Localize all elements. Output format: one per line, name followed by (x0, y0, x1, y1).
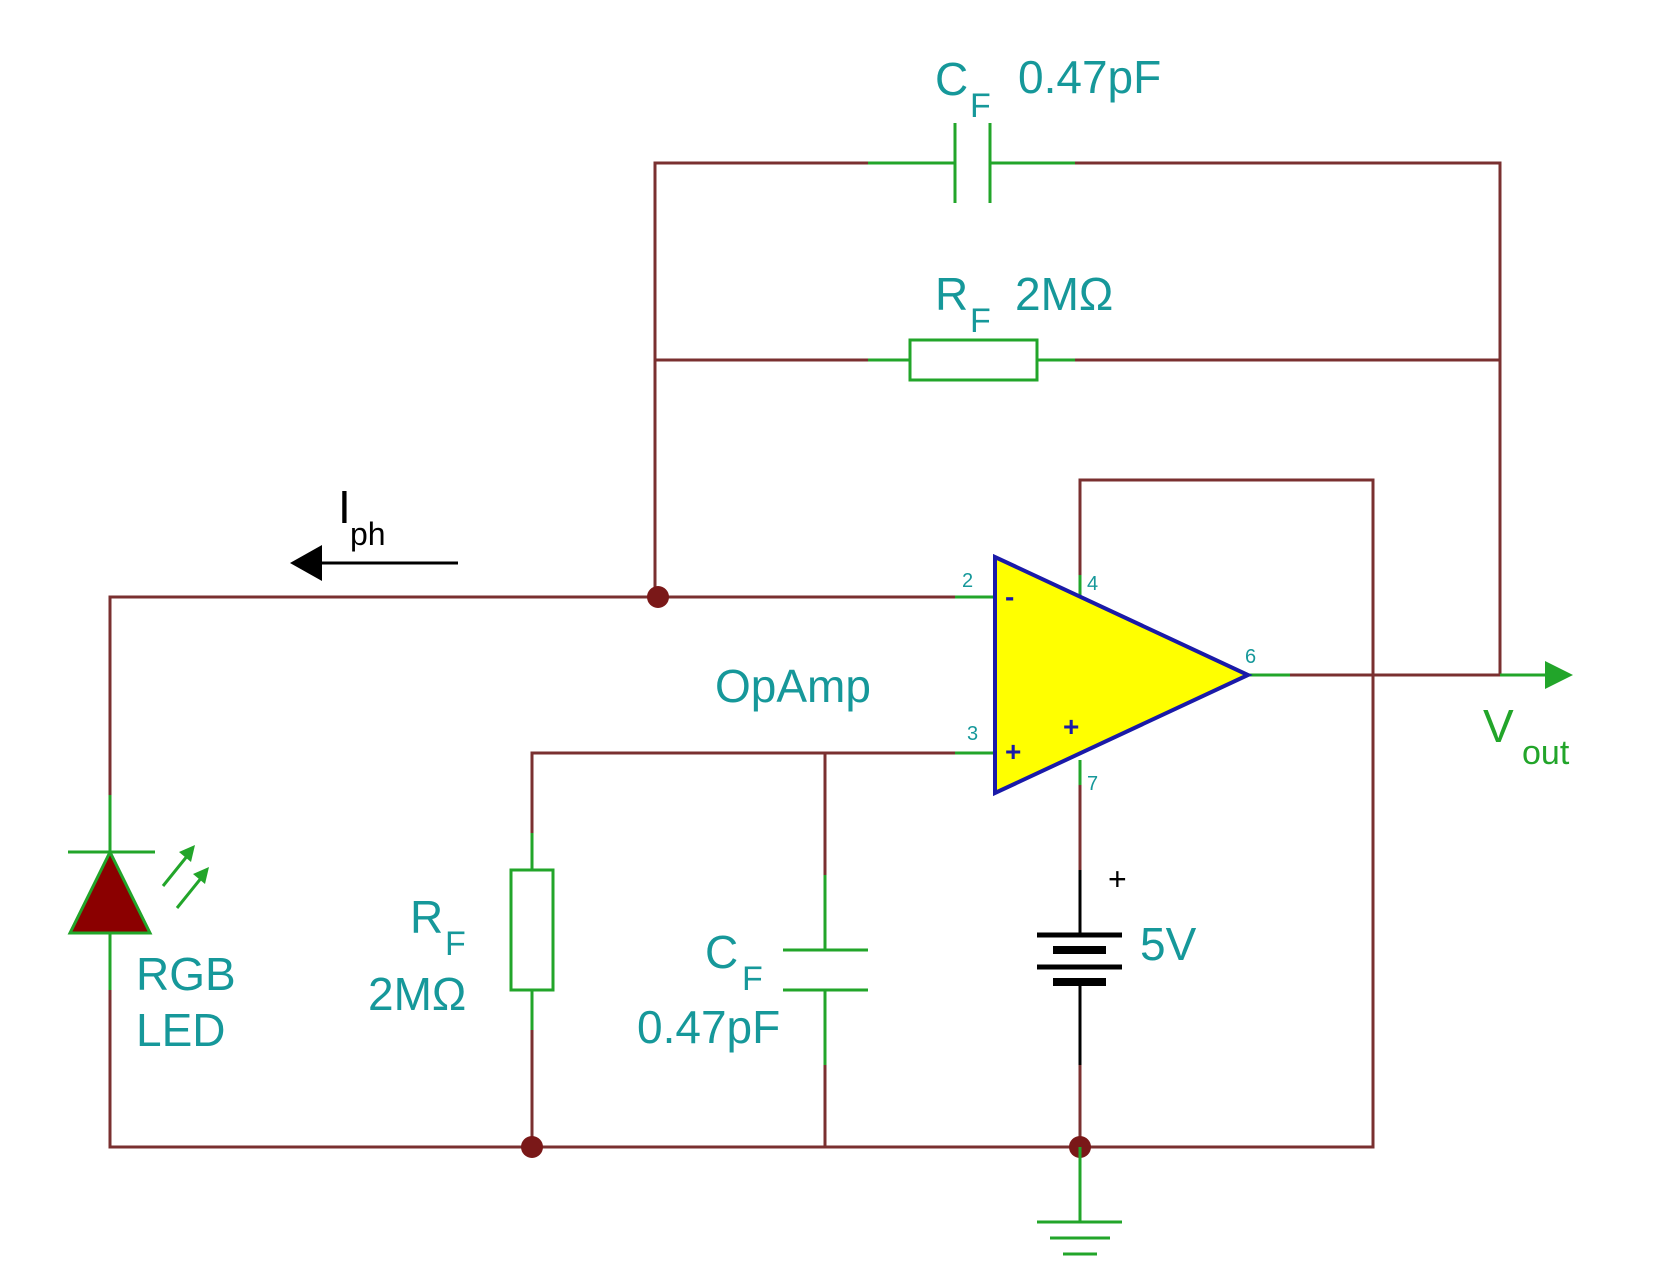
wires (108, 161, 1502, 1149)
iph-name: I (338, 481, 351, 533)
cf-bottom-name: C (705, 926, 738, 978)
right-arrow-icon (1545, 661, 1573, 689)
feedback-resistor-top: R F 2MΩ (868, 268, 1113, 382)
opamp-supply-sign: + (1063, 711, 1079, 742)
pin-7: 7 (1087, 773, 1098, 795)
junctions (521, 586, 1091, 1158)
pin-3: 3 (967, 723, 978, 745)
cf-top-sub: F (970, 87, 991, 125)
ground-icon (1037, 1147, 1122, 1256)
opamp-triangle (993, 553, 1253, 797)
battery-value: 5V (1140, 918, 1197, 970)
iph-sub: ph (350, 516, 386, 552)
led-label-line2: LED (136, 1004, 225, 1056)
rf-top-name: R (935, 268, 968, 320)
pin-2: 2 (962, 570, 973, 592)
pin-6: 6 (1245, 646, 1256, 668)
battery-plus: + (1108, 861, 1127, 897)
junction-inverting (647, 586, 669, 608)
photocurrent-indicator: I ph (290, 481, 458, 581)
led-label-line1: RGB (136, 948, 236, 1000)
junction-ground-left (521, 1136, 543, 1158)
cf-bottom-value: 0.47pF (637, 1001, 780, 1053)
rf-bottom-value: 2MΩ (368, 968, 466, 1020)
light-rays-icon (161, 845, 209, 909)
opamp-noninv-sign: + (1005, 736, 1021, 767)
vout-name: V (1483, 700, 1514, 752)
rgb-led: RGB LED (67, 795, 236, 1056)
rf-top-sub: F (970, 302, 991, 340)
left-arrow-icon (290, 545, 322, 581)
rf-top-value: 2MΩ (1015, 268, 1113, 320)
opamp: - + + 2 3 4 7 6 OpAmp (715, 553, 1290, 797)
cf-top-value: 0.47pF (1018, 51, 1161, 103)
pin-4: 4 (1087, 573, 1098, 595)
opamp-label: OpAmp (715, 660, 871, 712)
feedback-capacitor-top: C F 0.47pF (868, 51, 1161, 203)
rf-bottom-name: R (410, 891, 443, 943)
cf-bottom-sub: F (742, 960, 763, 998)
cf-top-name: C (935, 53, 968, 105)
vout-sub: out (1522, 734, 1570, 772)
rf-bottom-sub: F (445, 925, 466, 963)
bottom-capacitor: C F 0.47pF (637, 875, 868, 1065)
bottom-resistor: R F 2MΩ (368, 833, 555, 1030)
output-terminal: V out (1483, 661, 1573, 772)
photodiode-icon (67, 848, 153, 935)
battery: + 5V (1037, 861, 1197, 1065)
opamp-inv-sign: - (1005, 581, 1014, 612)
